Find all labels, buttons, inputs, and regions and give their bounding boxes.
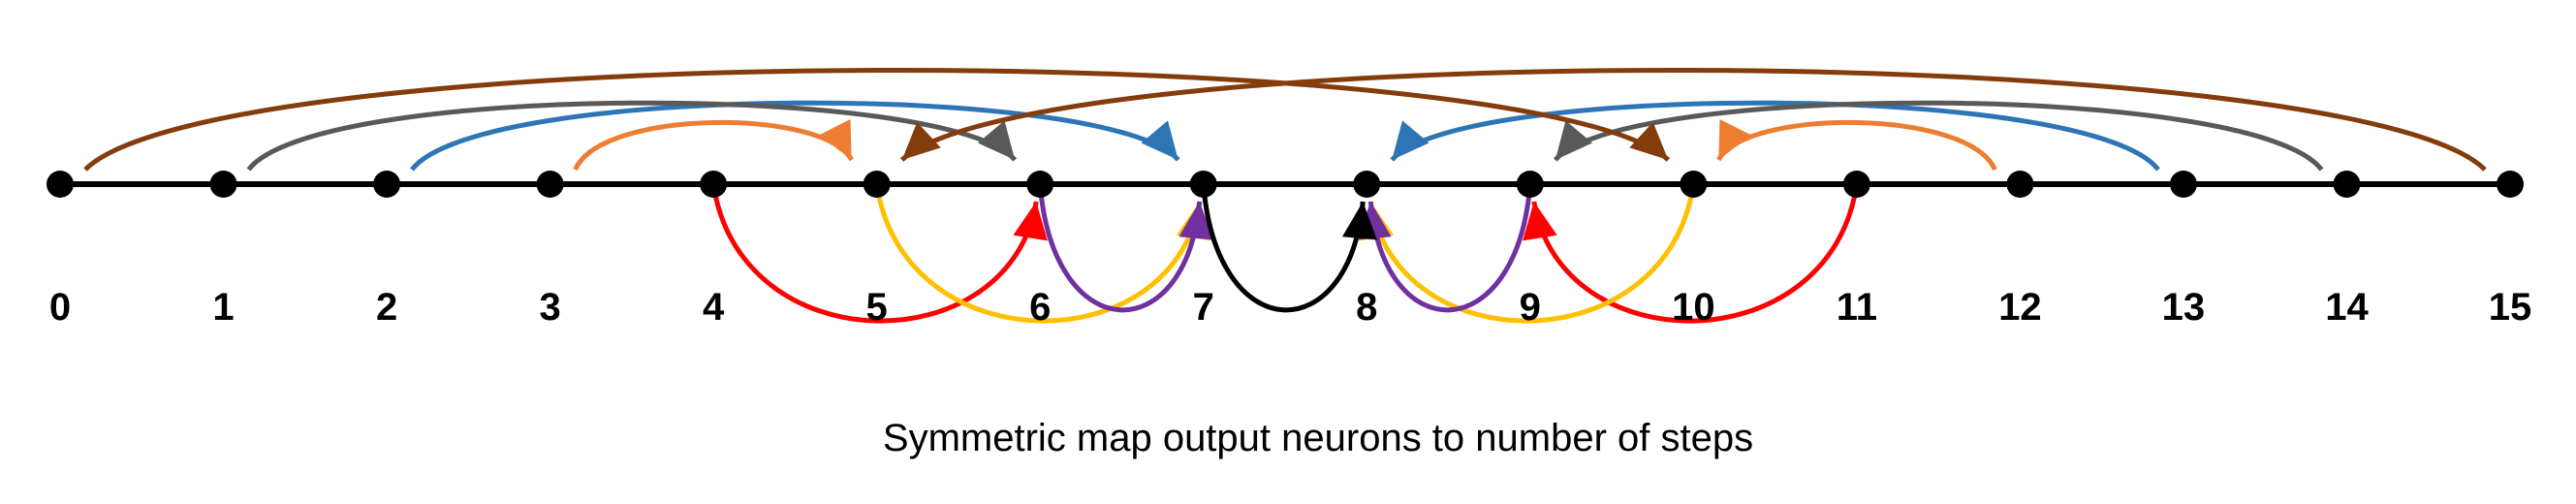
node-label-11: 11 [1837, 286, 1877, 329]
node-12 [2006, 171, 2034, 198]
arrowhead-13-to-8 [1392, 120, 1429, 160]
node-13 [2169, 171, 2197, 198]
node-label-7: 7 [1193, 286, 1214, 329]
arrowhead-0-to-10 [1629, 121, 1669, 160]
node-7 [1189, 171, 1217, 198]
node-14 [2333, 171, 2361, 198]
arrowhead-12-to-10 [1718, 118, 1751, 160]
connection-arcs [83, 68, 2487, 324]
arc-3-to-5 [573, 119, 854, 172]
arc-7-to-8 [1201, 183, 1366, 313]
caption: Symmetric map output neurons to number o… [883, 417, 1753, 459]
node-label-2: 2 [376, 286, 397, 329]
arrowhead-14-to-9 [1555, 120, 1593, 160]
arc-4-to-6 [710, 183, 1039, 324]
node-label-4: 4 [703, 286, 725, 329]
node-4 [700, 171, 728, 198]
arrowhead-2-to-7 [1141, 120, 1178, 160]
arrowhead-3-to-5 [819, 118, 852, 160]
node-0 [47, 171, 74, 198]
arc-15-to-5 [899, 68, 2487, 172]
node-9 [1516, 171, 1544, 198]
node-label-10: 10 [1672, 286, 1715, 329]
node-8 [1353, 171, 1381, 198]
arc-10-to-8 [1367, 183, 1696, 324]
arc-9-to-8 [1367, 183, 1533, 313]
node-1 [209, 171, 237, 198]
node-dots [47, 171, 2524, 198]
node-11 [1842, 171, 1870, 198]
node-10 [1680, 171, 1708, 198]
arc-2-to-7 [410, 100, 1180, 172]
arrowhead-11-to-9 [1523, 202, 1557, 241]
node-label-6: 6 [1029, 286, 1051, 329]
node-label-9: 9 [1520, 286, 1541, 329]
arc-13-to-8 [1390, 100, 2160, 172]
node-15 [2497, 171, 2524, 198]
arc-5-to-7 [874, 183, 1203, 324]
node-6 [1026, 171, 1054, 198]
node-label-1: 1 [212, 286, 234, 329]
arc-0-to-10 [83, 68, 1671, 172]
node-3 [536, 171, 564, 198]
arrowhead-15-to-5 [901, 121, 941, 160]
node-label-8: 8 [1356, 286, 1377, 329]
arc-12-to-10 [1716, 119, 1997, 172]
node-label-13: 13 [2162, 286, 2206, 329]
arc-6-to-7 [1037, 183, 1203, 313]
node-label-5: 5 [866, 286, 888, 329]
arc-11-to-9 [1531, 183, 1860, 324]
arrowhead-7-to-8 [1341, 202, 1377, 240]
node-label-15: 15 [2489, 286, 2532, 329]
arrowhead-4-to-6 [1013, 202, 1048, 241]
node-2 [373, 171, 401, 198]
arc-14-to-9 [1553, 100, 2324, 172]
arc-1-to-6 [246, 100, 1018, 172]
node-label-14: 14 [2325, 286, 2369, 329]
node-5 [863, 171, 891, 198]
node-label-0: 0 [49, 286, 71, 329]
arrowhead-1-to-6 [977, 120, 1016, 160]
node-label-3: 3 [539, 286, 560, 329]
arrowhead-6-to-7 [1178, 202, 1214, 240]
node-label-12: 12 [1998, 286, 2042, 329]
